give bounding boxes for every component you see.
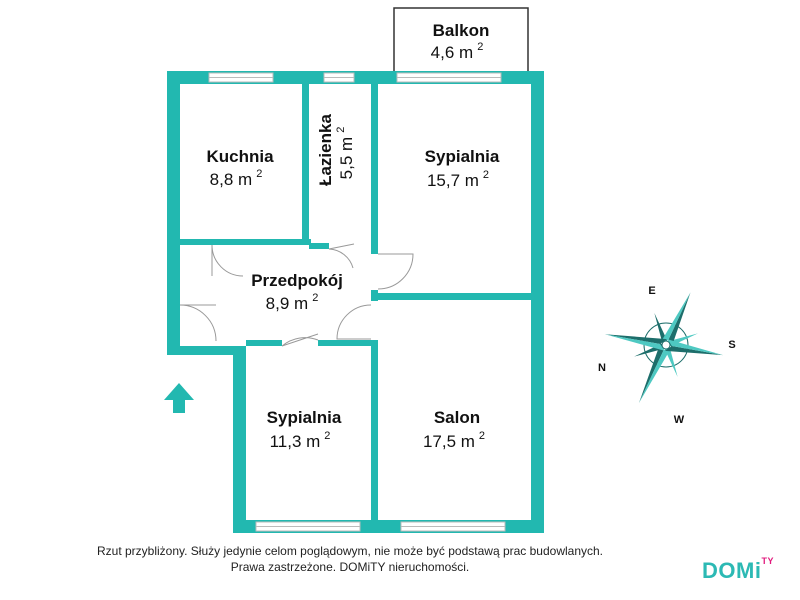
compass-label-n: N [598,362,606,374]
wall-bedroom-salon [375,293,531,300]
wall-hall-bottom-right [318,340,378,346]
room-label-lazienka: Łazienka 5,5 m2 [316,114,356,186]
door-bedroom-bottom [281,333,319,347]
windows [208,72,506,532]
room-name-kuchnia: Kuchnia [206,147,274,166]
wall-left-lower [233,346,246,533]
compass-rose-icon: E S W N [598,285,736,426]
compass-label-w: W [674,414,685,426]
room-area-lazienka: 5,5 m2 [335,127,356,180]
door-kitchen [211,244,244,277]
up-arrow-icon [164,383,194,413]
wall-bath-bedroom [371,84,378,254]
wall-kitchen-bath [302,84,309,244]
window-lines [209,77,505,527]
door-bedroom-top [377,253,414,290]
balcony-outline [393,7,529,73]
wall-hall-salon-upper [371,290,378,301]
room-name-przedpokoj: Przedpokój [251,271,343,290]
door-entrance [179,304,217,342]
room-name-balkon: Balkon [433,21,490,40]
footer-disclaimer: Rzut przybliżony. Służy jedynie celom po… [0,543,700,575]
logo-accent: TY [761,556,774,566]
room-name-sypialnia-top: Sypialnia [425,147,500,166]
compass-label-s: S [728,339,735,351]
domity-logo: DOMiTY [702,556,774,584]
compass-label-e: E [648,285,655,297]
wall-left-upper [167,71,180,355]
doors [179,243,414,347]
door-salon [336,304,372,340]
wall-right [531,71,544,533]
wall-kitchen-hall [180,239,311,245]
logo-main: DOMi [702,558,762,583]
door-bathroom [328,243,355,269]
room-name-salon: Salon [434,408,480,427]
footer-line-1: Rzut przybliżony. Służy jedynie celom po… [96,544,604,558]
room-name-lazienka: Łazienka [316,114,335,186]
wall-bath-hall [309,243,329,249]
wall-step [167,346,246,355]
wall-hall-salon [371,340,378,520]
footer-line-2: Prawa zastrzeżone. DOMiTY nieruchomości. [230,560,470,574]
wall-hall-bottom [246,340,282,346]
room-name-sypialnia-bottom: Sypialnia [267,408,342,427]
